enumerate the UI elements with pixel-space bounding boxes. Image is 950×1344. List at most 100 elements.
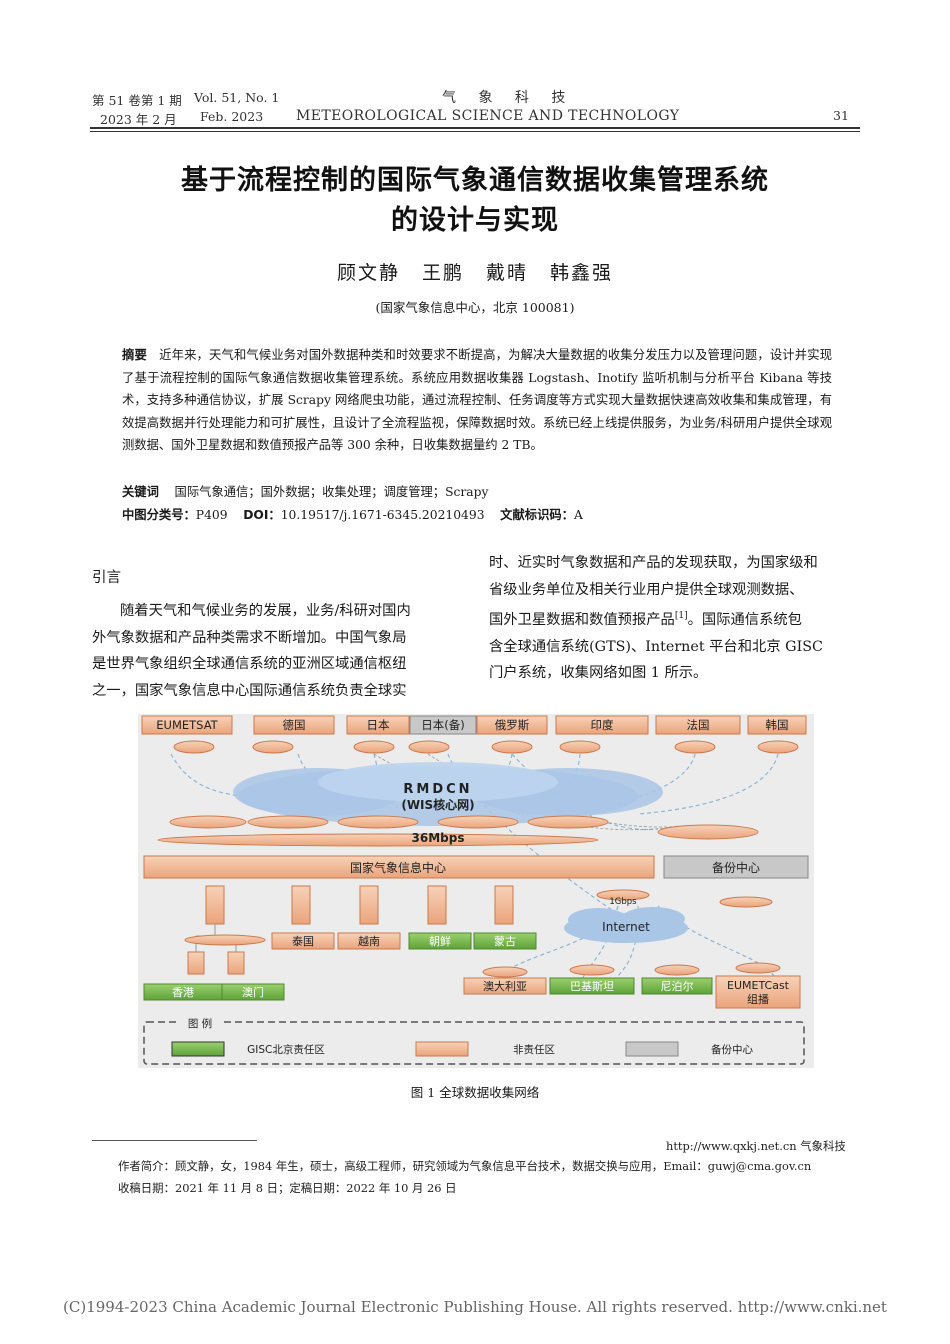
journal-name-en: METEOROLOGICAL SCIENCE AND TECHNOLOGY [296,108,680,124]
backup-center-label: 备份中心 [712,860,760,875]
page-number: 31 [833,108,849,123]
svg-text:澳门: 澳门 [242,985,264,999]
clc-label: 中图分类号： [122,508,196,522]
issue-date-cn: 2023 年 2 月 [100,112,177,127]
disk-icon [559,740,601,754]
paragraph-line: 国外卫星数据和数值预报产品[1]。国际通信系统包 [489,611,802,628]
disk-icon [173,740,215,754]
keywords-text: 国际气象通信；国外数据；收集处理；调度管理；Scrapy [174,485,489,499]
node-mongolia [473,932,537,950]
cylinder-icon [227,951,245,975]
cylinder-icon [359,885,379,925]
link-speed-label: 36Mbps [412,831,465,845]
affiliation: (国家气象信息中心，北京 100081) [375,300,575,315]
citation-ref[interactable]: [1] [674,611,688,622]
abstract-label: 摘要 [122,348,147,362]
paragraph-line: 外气象数据和产品种类需求不断增加。中国气象局 [92,629,407,646]
received-dates: 收稿日期：2021 年 11 月 8 日；定稿日期：2022 年 10 月 26… [118,1181,457,1195]
cylinder-icon [291,885,311,925]
backup-center-box [663,855,809,879]
author-bio: 作者简介：顾文静，女，1984 年生，硕士，高级工程师，研究领域为气象信息平台技… [118,1159,812,1173]
disk-icon [491,740,533,754]
legend-label-nonresp: 非责任区 [513,1043,555,1056]
header-rule-thin [90,131,860,132]
legend-title: 图 例 [188,1017,212,1030]
node-eumetsat [141,715,233,735]
paragraph-line: 含全球通信系统(GTS)、Internet 平台和北京 GISC [489,638,823,655]
volume-issue-cn: 第 51 卷第 1 期 [92,93,182,108]
classification-row: 中图分类号：P409 DOI：10.19517/j.1671-6345.2021… [122,504,832,527]
right-column: 时、近实时气象数据和产品的发现获取，为国家级和 省级业务单位及相关行业用户提供全… [489,550,861,687]
node-vietnam [337,932,401,950]
node-korea [747,715,807,735]
header-rule [90,127,860,129]
paragraph-line: 之一，国家气象信息中心国际通信系统负责全球实 [92,682,407,699]
legend-swatch-gisc [171,1041,225,1057]
svg-text:越南: 越南 [358,934,380,948]
copyright-notice: (C)1994-2023 China Academic Journal Elec… [63,1298,887,1316]
svg-text:香港: 香港 [172,986,194,999]
doi-value: 10.19517/j.1671-6345.20210493 [280,508,485,522]
keywords-label: 关键词 [122,485,159,499]
svg-text:组播: 组播 [747,992,769,1006]
paragraph-line: 随着天气和气候业务的发展，业务/科研对国内 [120,603,411,619]
clc-value: P409 [195,508,228,522]
node-label: 韩国 [766,718,789,732]
section-heading-intro: 引言 [92,570,121,586]
doc-code-value: A [573,508,583,522]
svg-text:澳大利亚: 澳大利亚 [483,979,527,993]
left-column: 随着天气和气候业务的发展，业务/科研对国内 外气象数据和产品种类需求不断增加。中… [92,598,465,704]
figure-caption: 图 1 全球数据收集网络 [410,1085,540,1100]
node-france [655,715,741,735]
legend-label-gisc: GISC北京责任区 [247,1043,325,1056]
disk-icon [408,740,450,754]
node-label: 俄罗斯 [495,718,530,732]
node-pakistan [549,977,635,995]
paragraph-line: 门户系统，收集网络如图 1 所示。 [489,665,708,682]
legend-box [143,1021,805,1065]
svg-text:尼泊尔: 尼泊尔 [661,980,694,993]
internet-cloud [564,907,688,943]
disk-icon [252,740,294,754]
paper-title-line2: 的设计与实现 [391,205,559,236]
node-label: EUMETSAT [156,718,218,732]
internet-speed-label: 1Gbps [609,897,637,907]
cylinder-icon [427,885,447,925]
volume-issue-en: Vol. 51, No. 1 [194,90,280,105]
node-dprk [408,932,472,950]
node-label: 德国 [283,718,306,732]
node-eumetcast [715,975,801,1009]
disk-icon [674,740,716,754]
cylinder-icon [494,885,514,925]
node-india [555,715,649,735]
node-label: 日本(备) [421,718,464,732]
svg-text:蒙古: 蒙古 [494,935,516,948]
abstract: 摘要 近年来，天气和气候业务对国外数据种类和时效要求不断提高，为解决大量数据的收… [122,344,832,457]
node-thailand [271,932,335,950]
author-list: 顾文静 王鹏 戴晴 韩鑫强 [336,262,614,284]
cylinder-icon [187,951,205,975]
journal-url[interactable]: http://www.qxkj.net.cn 气象科技 [666,1139,846,1153]
rmdcn-cloud [233,762,663,826]
doc-code-label: 文献标识码： [500,508,574,522]
cloud-label-wis: (WIS核心网) [401,797,474,812]
svg-text:巴基斯坦: 巴基斯坦 [570,979,614,993]
node-label: 印度 [591,718,614,732]
node-russia [476,715,548,735]
cloud-label-rmdcn: RMDCN [403,782,472,797]
legend-swatch-backup [625,1041,679,1057]
legend-swatch-nonresp [415,1041,469,1057]
doi-label: DOI： [243,508,281,522]
node-nepal [641,977,713,995]
paragraph-line: 时、近实时气象数据和产品的发现获取，为国家级和 [489,555,818,571]
national-center-box [143,855,655,879]
issue-date-en: Feb. 2023 [200,109,264,124]
svg-text:朝鲜: 朝鲜 [429,934,451,948]
node-japan [346,715,410,735]
journal-name-cn: 气 象 科 技 [442,90,575,106]
node-australia [463,977,547,995]
abstract-text: 近年来，天气和气候业务对国外数据种类和时效要求不断提高，为解决大量数据的收集分发… [122,348,832,453]
svg-text:泰国: 泰国 [292,934,314,948]
internet-label: Internet [602,920,650,934]
network-diagram: EUMETSAT 德国 日本 日本(备) 俄罗斯 印度 法国 韩国 RMDCN … [141,715,809,1065]
